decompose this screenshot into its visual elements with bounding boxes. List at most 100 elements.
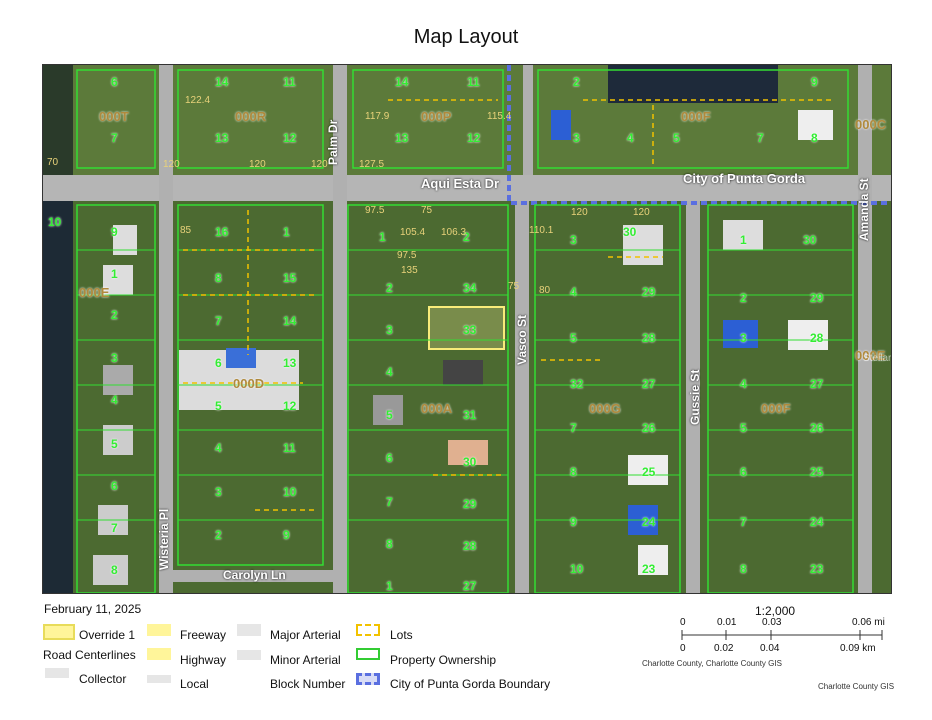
lot-number: 23 — [810, 562, 824, 576]
dimension-label: 75 — [508, 281, 520, 292]
scale-km-tick: 0.02 — [714, 643, 734, 654]
lot-number: 11 — [283, 441, 296, 455]
lot-number: 7 — [386, 495, 393, 509]
lot-number: 12 — [283, 131, 297, 145]
block-label: 000E — [855, 348, 886, 363]
lot-number: 3 — [111, 351, 118, 365]
lot-number: 10 — [283, 485, 297, 499]
road-label-wisteria: Wisteria Pl — [157, 508, 171, 570]
scale-mi-tick: 0 — [680, 617, 686, 628]
lot-number: 12 — [283, 399, 297, 413]
lot-number: 8 — [215, 271, 222, 285]
lot-number: 24 — [642, 515, 656, 529]
legend-major-arterial: Major Arterial — [270, 628, 341, 642]
scale-mi-tick: 0.01 — [717, 617, 737, 628]
lot-number: 2 — [386, 281, 393, 295]
legend-city-boundary: City of Punta Gorda Boundary — [390, 677, 551, 691]
lot-number: 7 — [740, 515, 747, 529]
lot-number: 1 — [740, 233, 747, 247]
lot-number: 5 — [215, 399, 222, 413]
lot-number: 29 — [810, 291, 824, 305]
lot-number: 13 — [215, 131, 229, 145]
page-title: Map Layout — [413, 26, 519, 48]
block-label: 000G — [589, 401, 621, 416]
dimension-label: 120 — [571, 207, 588, 218]
lot-number: 3 — [740, 331, 747, 345]
lot-number: 3 — [386, 323, 393, 337]
lot-number: 4 — [215, 441, 222, 455]
credit-left: Charlotte County, Charlotte County GIS — [642, 659, 782, 668]
block-label: 000C — [855, 117, 887, 132]
dimension-label: 75 — [421, 205, 433, 216]
dimension-label: 120 — [311, 159, 328, 170]
lots-swatch — [356, 624, 380, 636]
map-canvas[interactable]: Aqui Esta Dr City of Punta Gorda Palm Dr… — [42, 64, 892, 594]
lot-number: 3 — [570, 233, 577, 247]
lot-number: 25 — [642, 465, 656, 479]
lot-number: 1 — [386, 579, 393, 593]
watermark: Stellar MLS — [863, 353, 892, 364]
dimension-label: 117.9 — [365, 111, 390, 122]
dimension-label: 120 — [163, 159, 180, 170]
dimension-label: 120 — [249, 159, 266, 170]
lot-number: 26 — [810, 421, 824, 435]
lot-number: 8 — [570, 465, 577, 479]
city-boundary — [507, 65, 891, 205]
lot-number: 13 — [283, 356, 297, 370]
legend-block-number: Block Number — [270, 677, 346, 691]
lot-number: 9 — [570, 515, 577, 529]
dimension-label: 110.1 — [529, 225, 554, 236]
collector-swatch — [45, 668, 69, 678]
map-date: February 11, 2025 — [44, 602, 142, 616]
lot-number: 7 — [215, 314, 222, 328]
lot-number: 5 — [740, 421, 747, 435]
lot-number: 2 — [215, 528, 222, 542]
lot-number: 23 — [642, 562, 656, 576]
lot-number: 8 — [740, 562, 747, 576]
lot-number: 4 — [386, 365, 393, 379]
block-label: 000F — [681, 109, 711, 124]
road-palm — [333, 65, 347, 593]
lot-number: 3 — [215, 485, 222, 499]
dimension-label: 122.4 — [185, 95, 211, 106]
lot-number: 30 — [623, 225, 637, 239]
lot-number: 6 — [111, 479, 118, 493]
legend-lots: Lots — [390, 628, 413, 642]
block-label: 000D — [233, 376, 265, 391]
lot-number: 10 — [48, 215, 62, 229]
dimension-label: 106.3 — [441, 227, 467, 238]
lot-number: 34 — [463, 281, 477, 295]
road-label-vasco: Vasco St — [515, 314, 529, 365]
block-label: 000A — [421, 401, 453, 416]
scale-km-tick: 0.09 km — [840, 643, 876, 654]
block-label: 000T — [99, 109, 129, 124]
lot-number: 5 — [673, 131, 680, 145]
road-label-gussie: Gussie St — [688, 369, 702, 425]
ownership-swatch — [356, 648, 380, 660]
credit-right: Charlotte County GIS — [818, 682, 895, 691]
road-label-carolyn: Carolyn Ln — [223, 568, 286, 582]
lot-number: 1 — [111, 267, 118, 281]
lot-number: 9 — [811, 75, 818, 89]
lot-number: 8 — [111, 563, 118, 577]
road-gussie — [686, 201, 700, 593]
dimension-label: 135 — [401, 265, 418, 276]
lot-number: 29 — [463, 497, 477, 511]
lot-number: 10 — [570, 562, 584, 576]
road-vasco — [515, 201, 529, 593]
lot-number: 25 — [810, 465, 824, 479]
legend-property-ownership: Property Ownership — [390, 653, 497, 667]
lot-number: 27 — [810, 377, 824, 391]
lot-number: 13 — [395, 131, 409, 145]
lot-number: 5 — [386, 408, 393, 422]
lot-number: 28 — [642, 331, 656, 345]
map-graphics — [43, 65, 891, 593]
block-label: 000P — [421, 109, 452, 124]
legend-freeway: Freeway — [180, 628, 227, 642]
legend-highway: Highway — [180, 653, 227, 667]
lot-number: 6 — [740, 465, 747, 479]
lot-number: 8 — [386, 537, 393, 551]
road-amanda — [858, 65, 872, 593]
lot-number: 5 — [111, 437, 118, 451]
lot-number: 30 — [803, 233, 817, 247]
